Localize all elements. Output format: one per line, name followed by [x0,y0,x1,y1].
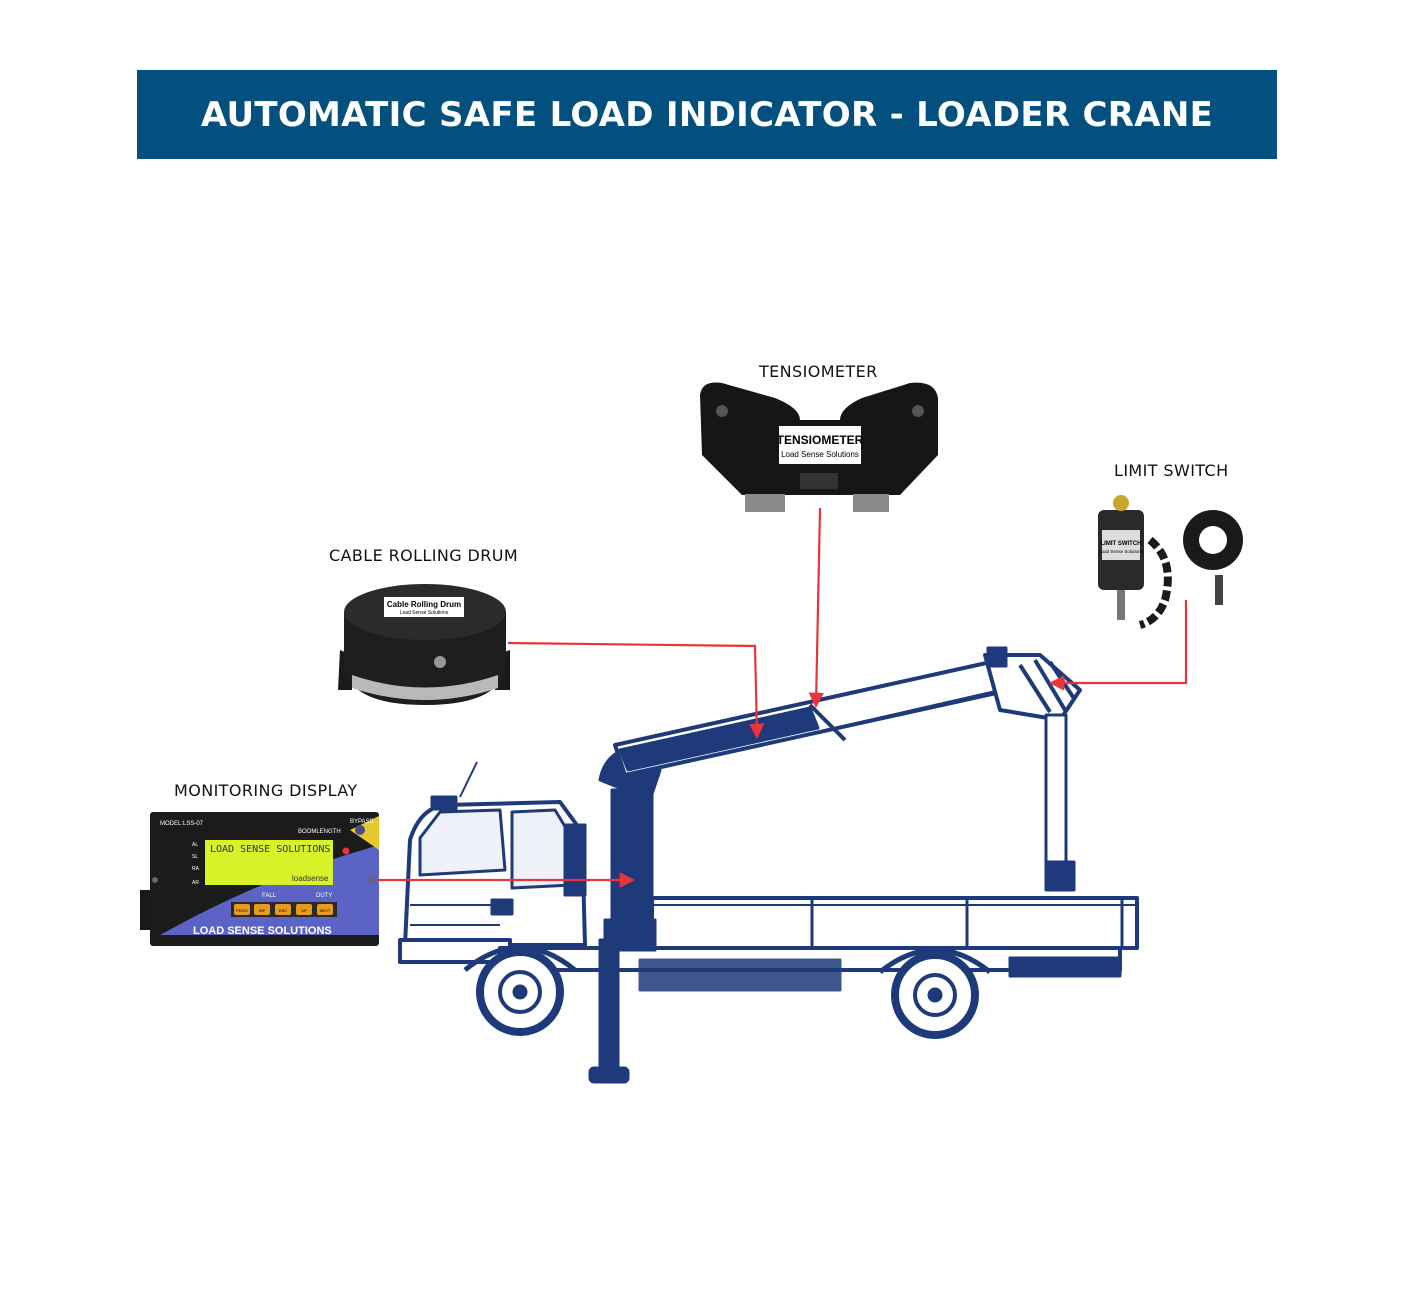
limit-switch-device: LIMIT SWITCH Load Sense Solutions [1098,495,1243,629]
display-boomlength: BOOMLENGTH [298,829,341,835]
display-brand: LOAD SENSE SOLUTIONS [193,925,332,937]
display-duty: DUTY [316,893,332,899]
tensiometer-plate-title: TENSIOMETER [777,433,864,447]
display-button-esc[interactable]: ESC [275,904,291,915]
tensiometer-device: TENSIOMETER Load Sense Solutions [700,382,938,512]
svg-text:UP: UP [301,908,307,913]
label-tensiometer: TENSIOMETER [759,362,878,381]
label-limit-switch: LIMIT SWITCH [1114,461,1229,480]
svg-text:NEXT: NEXT [320,908,331,913]
svg-text:ESC: ESC [279,908,287,913]
display-button-inp[interactable]: INP [254,904,270,915]
display-fall: FALL [262,893,277,899]
tensiometer-plate-sub: Load Sense Solutions [781,450,859,459]
page-title: AUTOMATIC SAFE LOAD INDICATOR - LOADER C… [200,94,1214,135]
display-model: MODEL:LSS-07 [160,821,204,827]
display-indicator-ra: RA [192,866,200,872]
display-button-prog[interactable]: PROG [234,904,250,915]
display-indicator-al: AL [192,842,198,848]
display-button-up[interactable]: UP [296,904,312,915]
connector-arrows [377,507,1188,888]
limit-switch-plate-sub: Load Sense Solutions [1099,549,1144,554]
display-indicator-ar: AR [192,880,199,886]
display-screen-brand: loadsense [292,874,329,883]
svg-text:INP: INP [259,908,266,913]
display-screen-text: LOAD SENSE SOLUTIONS [210,844,330,855]
drum-sticker-sub: Load Sense Solutions [400,610,449,616]
display-bypass: BYPASS [350,819,374,825]
title-banner: AUTOMATIC SAFE LOAD INDICATOR - LOADER C… [137,70,1277,159]
truck-illustration [398,646,1139,1084]
monitoring-display-device: MODEL:LSS-07 BOOMLENGTH BYPASS LOAD SENS… [140,812,379,946]
svg-text:PROG: PROG [236,908,248,913]
label-cable-drum: CABLE ROLLING DRUM [329,546,519,565]
label-monitoring-display: MONITORING DISPLAY [174,781,358,800]
arrow-limit-switch-to-tip [1048,600,1188,691]
drum-sticker-title: Cable Rolling Drum [387,600,461,609]
limit-switch-plate-title: LIMIT SWITCH [1101,541,1142,547]
display-button-next[interactable]: NEXT [317,904,333,915]
arrow-tensiometer-to-boom [808,507,824,709]
cable-drum-device: Cable Rolling Drum Load Sense Solutions [338,584,510,705]
arrow-drum-to-boom [507,641,765,740]
display-indicator-sl: SL [192,854,198,860]
